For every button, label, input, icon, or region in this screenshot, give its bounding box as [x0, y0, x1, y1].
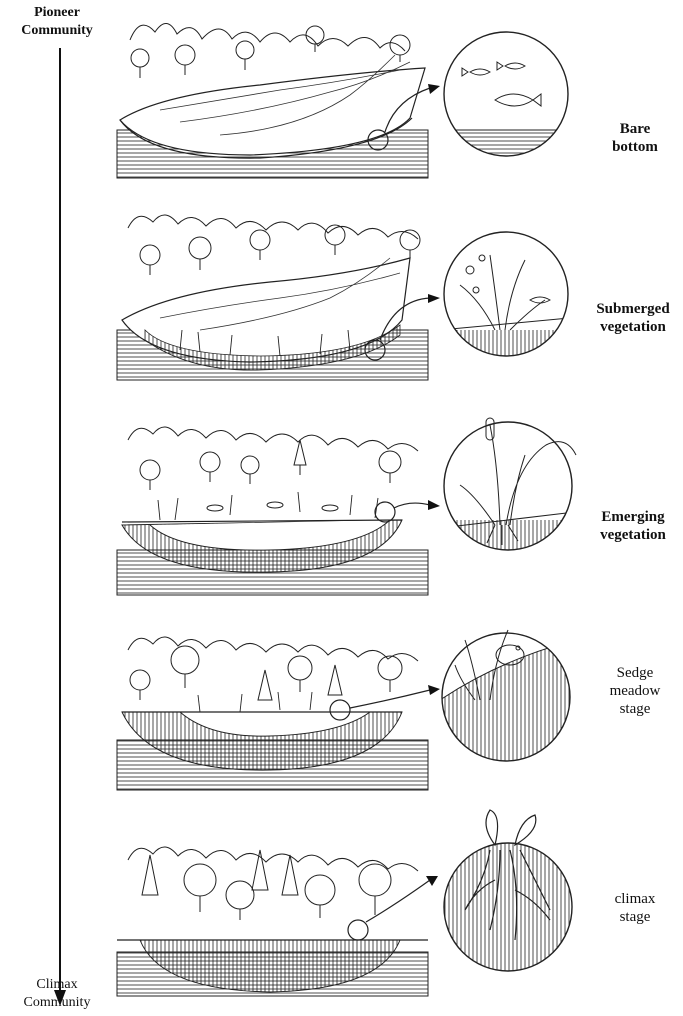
- time-arrow: [54, 48, 66, 1006]
- stage-1-pond: [117, 23, 440, 178]
- stage-2-pond: [117, 215, 440, 380]
- stage-1-label: Bare bottom: [590, 120, 680, 156]
- climax-community-label: Climax Community: [2, 976, 112, 1012]
- stage-4-label: Sedge meadow stage: [590, 664, 680, 718]
- stage-5-label: climax stage: [590, 890, 680, 926]
- stage-5-pond: [117, 847, 438, 996]
- stage-4-inset: [440, 630, 575, 770]
- stage-5-inset: [440, 810, 580, 973]
- stage-2-label: Submerged vegetation: [583, 300, 683, 336]
- stage-4-pond: [117, 637, 440, 790]
- stage-3-label: Emerging vegetation: [583, 508, 683, 544]
- stage-3-pond: [117, 427, 440, 595]
- stage-2-inset: [440, 232, 580, 360]
- pioneer-community-label: Pioneer Community: [2, 4, 112, 40]
- stage-3-inset: [440, 418, 580, 560]
- stage-1-inset: [440, 32, 580, 160]
